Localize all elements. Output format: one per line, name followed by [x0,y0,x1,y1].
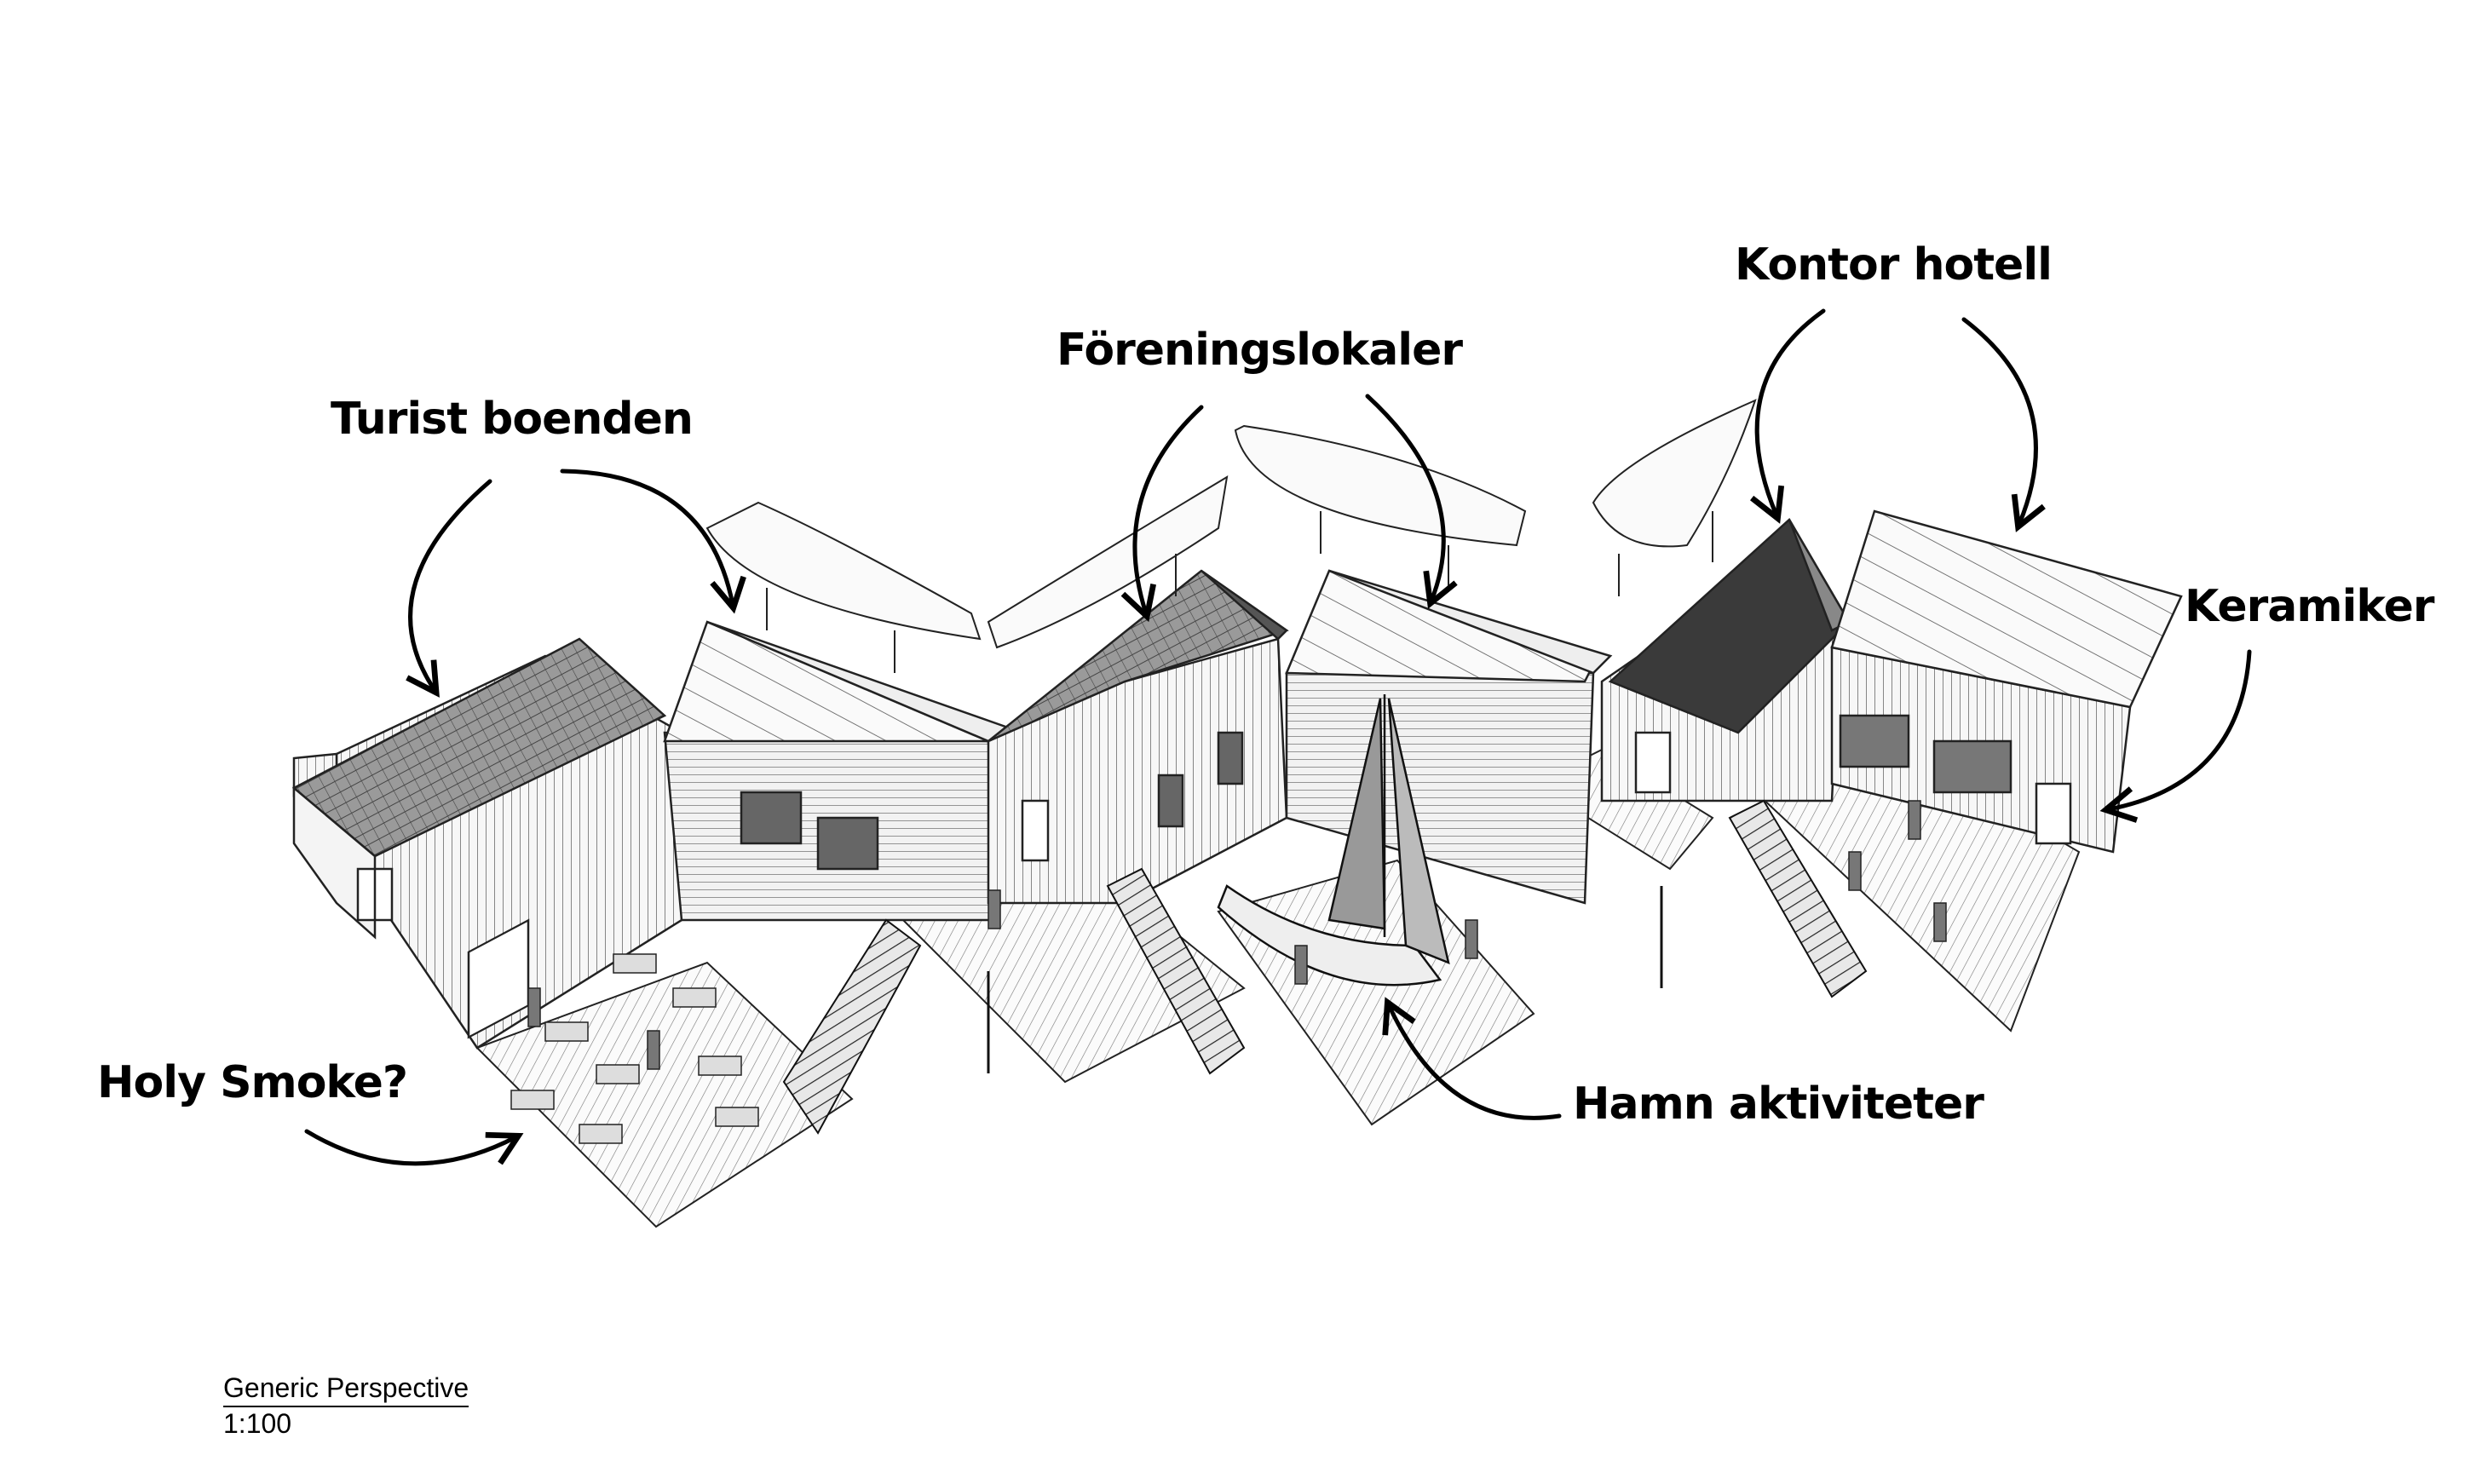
label-kontor-hotell: Kontor hotell [1735,239,2053,290]
sailboat [1217,694,1450,986]
building-keramiker [1830,509,2183,854]
label-turist-boenden: Turist boenden [331,394,694,445]
annotation-arrows [304,308,2252,1166]
arrow-kontor-right [1961,317,2046,532]
label-foreningslokaler: Föreningslokaler [1057,325,1463,376]
view-scale: 1:100 [223,1408,292,1439]
view-title-block: Generic Perspective 1:100 [223,1372,469,1440]
label-hamn-aktiviteter: Hamn aktiviteter [1573,1078,1984,1130]
building-kontor [1600,518,1851,802]
building-hamn [1285,569,1613,905]
stairs [782,799,1868,1135]
arrow-holy [304,1129,524,1166]
arrow-forening-right [1365,394,1458,609]
label-keramiker: Keramiker [2185,581,2434,632]
arrow-kontor-left [1750,308,1826,524]
arrow-turist-right [560,469,746,614]
building-turist [663,620,1027,922]
arrow-forening-left [1120,405,1204,623]
arrow-hamn [1382,997,1562,1120]
arrow-keramiker [2099,649,2252,823]
tables [510,953,759,1144]
people [527,800,1947,1070]
arrow-turist-left [406,479,492,698]
label-holy-smoke: Holy Smoke? [97,1057,408,1108]
building-forening [987,569,1289,905]
view-name: Generic Perspective [223,1372,469,1407]
yachts [705,399,1757,673]
building-left [291,637,683,1050]
